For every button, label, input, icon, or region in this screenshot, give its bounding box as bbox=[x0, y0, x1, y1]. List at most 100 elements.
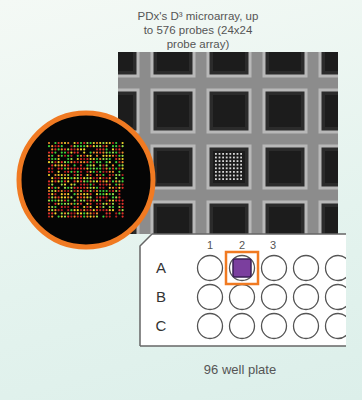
probe-dot bbox=[102, 193, 104, 195]
probe-dot bbox=[99, 158, 101, 160]
probe-dot bbox=[58, 187, 60, 189]
photo-well bbox=[152, 202, 194, 234]
probe-dot bbox=[86, 203, 88, 205]
probe-dot bbox=[48, 209, 50, 211]
probe-dot bbox=[122, 155, 124, 157]
photo-well-inner bbox=[325, 207, 338, 234]
probe-dot bbox=[86, 145, 88, 147]
probe-dot bbox=[118, 145, 120, 147]
probe-dot bbox=[67, 200, 69, 202]
probe-dot bbox=[70, 148, 72, 150]
photo-spot bbox=[219, 164, 221, 166]
probe-dot bbox=[96, 148, 98, 150]
probe-dot bbox=[48, 168, 50, 170]
probe-dot bbox=[77, 142, 79, 144]
probe-dot bbox=[64, 142, 66, 144]
probe-dot bbox=[70, 145, 72, 147]
probe-dot bbox=[93, 180, 95, 182]
probe-dot bbox=[80, 190, 82, 192]
probe-dot bbox=[77, 148, 79, 150]
probe-dot bbox=[118, 168, 120, 170]
photo-spot bbox=[233, 164, 235, 166]
column-number: 1 bbox=[207, 239, 213, 252]
photo-spot bbox=[226, 153, 228, 155]
probe-dot bbox=[86, 158, 88, 160]
probe-dot bbox=[51, 180, 53, 182]
photo-spot bbox=[222, 164, 224, 166]
probe-dot bbox=[93, 184, 95, 186]
photo-well-inner bbox=[118, 52, 133, 71]
probe-dot bbox=[70, 155, 72, 157]
probe-dot bbox=[74, 161, 76, 163]
probe-dot bbox=[67, 187, 69, 189]
probe-dot bbox=[61, 174, 63, 176]
probe-dot bbox=[74, 171, 76, 173]
probe-dot bbox=[96, 145, 98, 147]
photo-spot bbox=[229, 164, 231, 166]
probe-dot bbox=[90, 155, 92, 157]
photo-spot bbox=[233, 178, 235, 180]
photo-spot bbox=[219, 153, 221, 155]
probe-dot bbox=[115, 158, 117, 160]
probe-dot bbox=[83, 216, 85, 218]
probe-dot bbox=[54, 187, 56, 189]
probe-dot bbox=[67, 180, 69, 182]
probe-dot bbox=[106, 161, 108, 163]
probe-dot bbox=[96, 155, 98, 157]
probe-dot bbox=[77, 206, 79, 208]
probe-dot bbox=[64, 190, 66, 192]
probe-dot bbox=[96, 200, 98, 202]
photo-spot bbox=[219, 171, 221, 173]
photo-well bbox=[320, 146, 338, 188]
probe-dot bbox=[58, 200, 60, 202]
probe-dot bbox=[112, 190, 114, 192]
probe-dot bbox=[61, 164, 63, 166]
probe-dot bbox=[67, 203, 69, 205]
photo-spot bbox=[233, 157, 235, 159]
probe-dot bbox=[109, 203, 111, 205]
photo-well-inner bbox=[325, 151, 338, 183]
plate-well bbox=[198, 285, 223, 310]
photo-well-inner bbox=[157, 52, 189, 71]
probe-dot bbox=[48, 142, 50, 144]
photo-spot bbox=[237, 175, 239, 177]
probe-dot bbox=[74, 180, 76, 182]
probe-dot bbox=[102, 174, 104, 176]
probe-dot bbox=[90, 216, 92, 218]
probe-dot bbox=[51, 212, 53, 214]
probe-dot bbox=[67, 193, 69, 195]
probe-dot bbox=[112, 168, 114, 170]
probe-dot bbox=[109, 155, 111, 157]
probe-dot bbox=[77, 196, 79, 198]
probe-dot bbox=[58, 171, 60, 173]
photo-well-inner bbox=[213, 151, 245, 183]
probe-dot bbox=[102, 184, 104, 186]
probe-dot bbox=[118, 212, 120, 214]
probe-dot bbox=[122, 200, 124, 202]
photo-spot bbox=[229, 167, 231, 169]
photo-well-inner bbox=[157, 151, 189, 183]
photo-spot bbox=[240, 178, 242, 180]
photo-spot bbox=[229, 171, 231, 173]
probe-dot bbox=[115, 216, 117, 218]
probe-dot bbox=[83, 152, 85, 154]
probe-dot bbox=[96, 187, 98, 189]
probe-dot bbox=[51, 158, 53, 160]
probe-dot bbox=[61, 206, 63, 208]
probe-dot bbox=[77, 145, 79, 147]
photo-well-inner bbox=[157, 95, 189, 127]
probe-dot bbox=[93, 152, 95, 154]
probe-dot bbox=[122, 145, 124, 147]
probe-dot bbox=[96, 203, 98, 205]
photo-spot bbox=[240, 160, 242, 162]
probe-dot bbox=[90, 184, 92, 186]
probe-dot bbox=[118, 152, 120, 154]
probe-dot bbox=[112, 196, 114, 198]
probe-dot bbox=[64, 206, 66, 208]
probe-dot bbox=[112, 200, 114, 202]
probe-dot bbox=[109, 190, 111, 192]
probe-dot bbox=[106, 193, 108, 195]
probe-dot bbox=[74, 168, 76, 170]
photo-well-inner bbox=[269, 151, 301, 183]
plate-label: 96 well plate bbox=[204, 362, 276, 378]
